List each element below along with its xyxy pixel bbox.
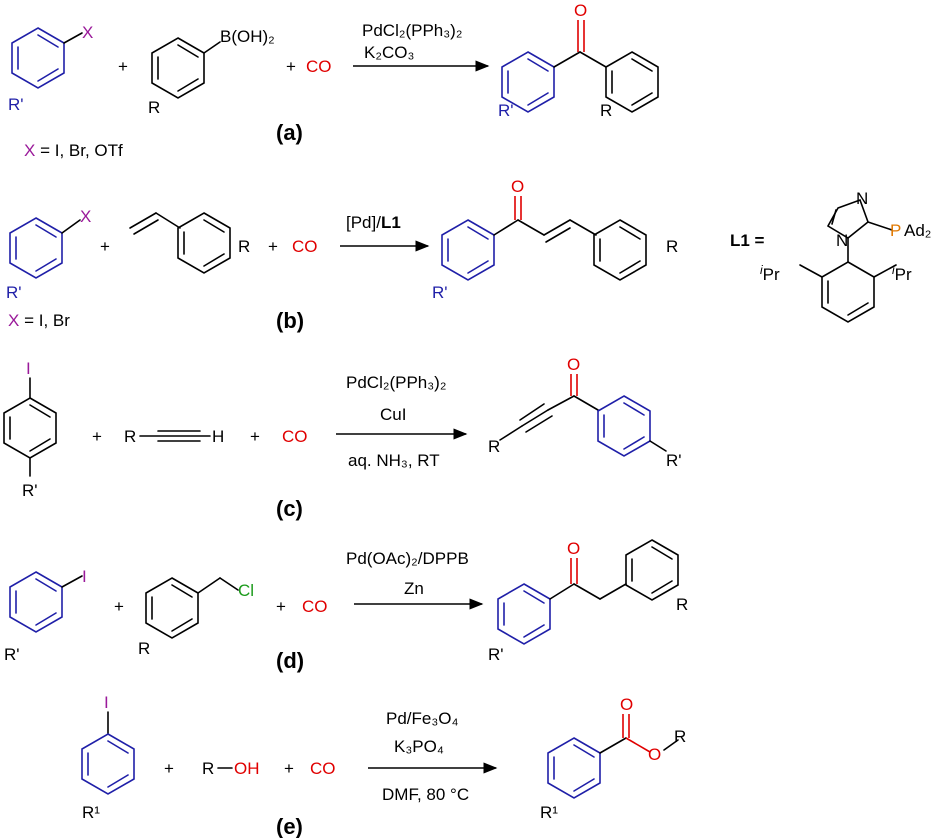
reaction-label-a: (a) <box>276 120 303 145</box>
reagent-base: K₂CO₃ <box>364 43 414 62</box>
r-label-b: R <box>238 237 250 256</box>
r-label: R <box>148 98 160 117</box>
co-reagent-c: CO <box>282 427 308 446</box>
reaction-c: I R' + R H + CO PdCl₂(PPh₃)₂ CuI aq. NH₃… <box>3 355 682 521</box>
reagent-c-bottom: aq. NH₃, RT <box>348 451 440 470</box>
alkyne-r: R <box>124 427 136 446</box>
ligand-n1: N <box>836 231 848 250</box>
deoxybenzoin-product <box>497 539 679 645</box>
ligand-ad2: Ad₂ <box>904 221 931 240</box>
reaction-a: X R' + B(OH)₂ R + CO PdCl₂(PPh₃)₂ K₂CO₃ <box>8 1 659 160</box>
reagent-c-mid: CuI <box>380 405 406 424</box>
plus-d2: + <box>276 597 286 616</box>
carbonyl-o-b: O <box>511 177 524 196</box>
ligand-p: P <box>890 221 901 240</box>
ynone-product <box>499 374 667 457</box>
reagent-e-top: Pd/Fe₃O₄ <box>386 709 459 728</box>
product-r-b: R <box>666 237 678 256</box>
ligand-ipr-left: iPr <box>760 263 780 284</box>
plus-c1: + <box>92 427 102 446</box>
alkyne-h: H <box>212 427 224 446</box>
reaction-e: I R¹ + R OH + CO Pd/Fe₃O₄ K₃PO₄ DMF, 80 … <box>81 693 686 838</box>
terminal-alkyne <box>139 430 211 442</box>
reagent-e-bottom: DMF, 80 °C <box>382 785 469 804</box>
co-reagent-e: CO <box>310 759 336 778</box>
reagent-b: [Pd]/L1 <box>346 213 401 232</box>
halide-x: X <box>82 23 93 42</box>
benzophenone-product <box>501 20 659 113</box>
plus-b1: + <box>100 237 110 256</box>
ester-r: R <box>674 727 686 746</box>
product-r-prime: R' <box>498 101 514 120</box>
reagent-catalyst: PdCl₂(PPh₃)₂ <box>362 21 462 40</box>
plus-c2: + <box>250 427 260 446</box>
co-reagent: CO <box>306 57 332 76</box>
chalcone-product <box>441 196 647 281</box>
reaction-b: X R' + R + CO [Pd]/L1 <box>6 177 931 333</box>
ester-product <box>547 714 679 799</box>
ligand-n: N <box>856 189 868 208</box>
iodine-e: I <box>104 693 109 712</box>
aryl-iodide-ring-d <box>9 571 83 633</box>
ligand-ipr-right: iPr <box>892 263 912 284</box>
iodine-c: I <box>26 359 31 378</box>
plus-2: + <box>286 57 296 76</box>
reagent-e-mid: K₃PO₄ <box>394 737 444 756</box>
x-definition-b: X = I, Br <box>8 311 70 330</box>
co-reagent-d: CO <box>302 597 328 616</box>
ester-carbonyl-o: O <box>620 695 633 714</box>
plus-d1: + <box>114 597 124 616</box>
reagent-d-bottom: Zn <box>404 579 424 598</box>
reaction-d: I R' + Cl R + CO Pd(OAc)₂/DPPB Zn <box>4 539 688 673</box>
boronic-acid-label: B(OH)₂ <box>220 27 275 46</box>
product-r-prime-d: R' <box>488 645 504 664</box>
reaction-label-d: (d) <box>276 648 304 673</box>
reaction-label-c: (c) <box>276 496 303 521</box>
benzyl-chloride <box>145 577 239 639</box>
aryl-halide-ring-b <box>9 217 81 279</box>
iodine-d: I <box>82 567 87 586</box>
aryl-iodide-ring-c <box>3 377 57 477</box>
x-definition: X = I, Br, OTf <box>24 141 123 160</box>
halide-x-b: X <box>80 207 91 226</box>
l1-label: L1 = <box>730 231 765 250</box>
alcohol-oh: OH <box>234 759 260 778</box>
reaction-label-e: (e) <box>276 814 303 838</box>
alcohol-r: R <box>202 759 214 778</box>
plus-e2: + <box>284 759 294 778</box>
r-prime-label-b: R' <box>6 283 22 302</box>
product-r: R <box>600 101 612 120</box>
reaction-label-b: (b) <box>276 308 304 333</box>
ligand-l1: L1 = <box>730 198 897 323</box>
reagent-d-top: Pd(OAc)₂/DPPB <box>346 549 469 568</box>
plus-b2: + <box>268 237 278 256</box>
co-reagent-b: CO <box>292 237 318 256</box>
carbonyl-o-c: O <box>567 355 580 374</box>
r-prime-label: R' <box>8 95 24 114</box>
product-r-prime-b: R' <box>432 283 448 302</box>
carbonyl-o: O <box>574 1 587 20</box>
ester-o: O <box>648 745 661 764</box>
carbonyl-o-d: O <box>567 539 580 558</box>
r-prime-c: R' <box>22 481 38 500</box>
chlorine-d: Cl <box>238 581 254 600</box>
product-r-d: R <box>676 595 688 614</box>
ester-r1: R¹ <box>540 803 558 822</box>
styrene <box>129 212 231 274</box>
plus-e1: + <box>164 759 174 778</box>
ynone-r-prime: R' <box>666 451 682 470</box>
aryl-iodide-ring-e <box>81 711 135 795</box>
r1-e: R¹ <box>82 803 100 822</box>
r-prime-d: R' <box>4 645 20 664</box>
aryl-halide-ring <box>11 27 83 89</box>
reagent-c-top: PdCl₂(PPh₃)₂ <box>346 373 446 392</box>
r-d: R <box>138 639 150 658</box>
boronic-acid-ring <box>151 37 221 99</box>
ynone-r: R <box>488 437 500 456</box>
plus-1: + <box>118 57 128 76</box>
